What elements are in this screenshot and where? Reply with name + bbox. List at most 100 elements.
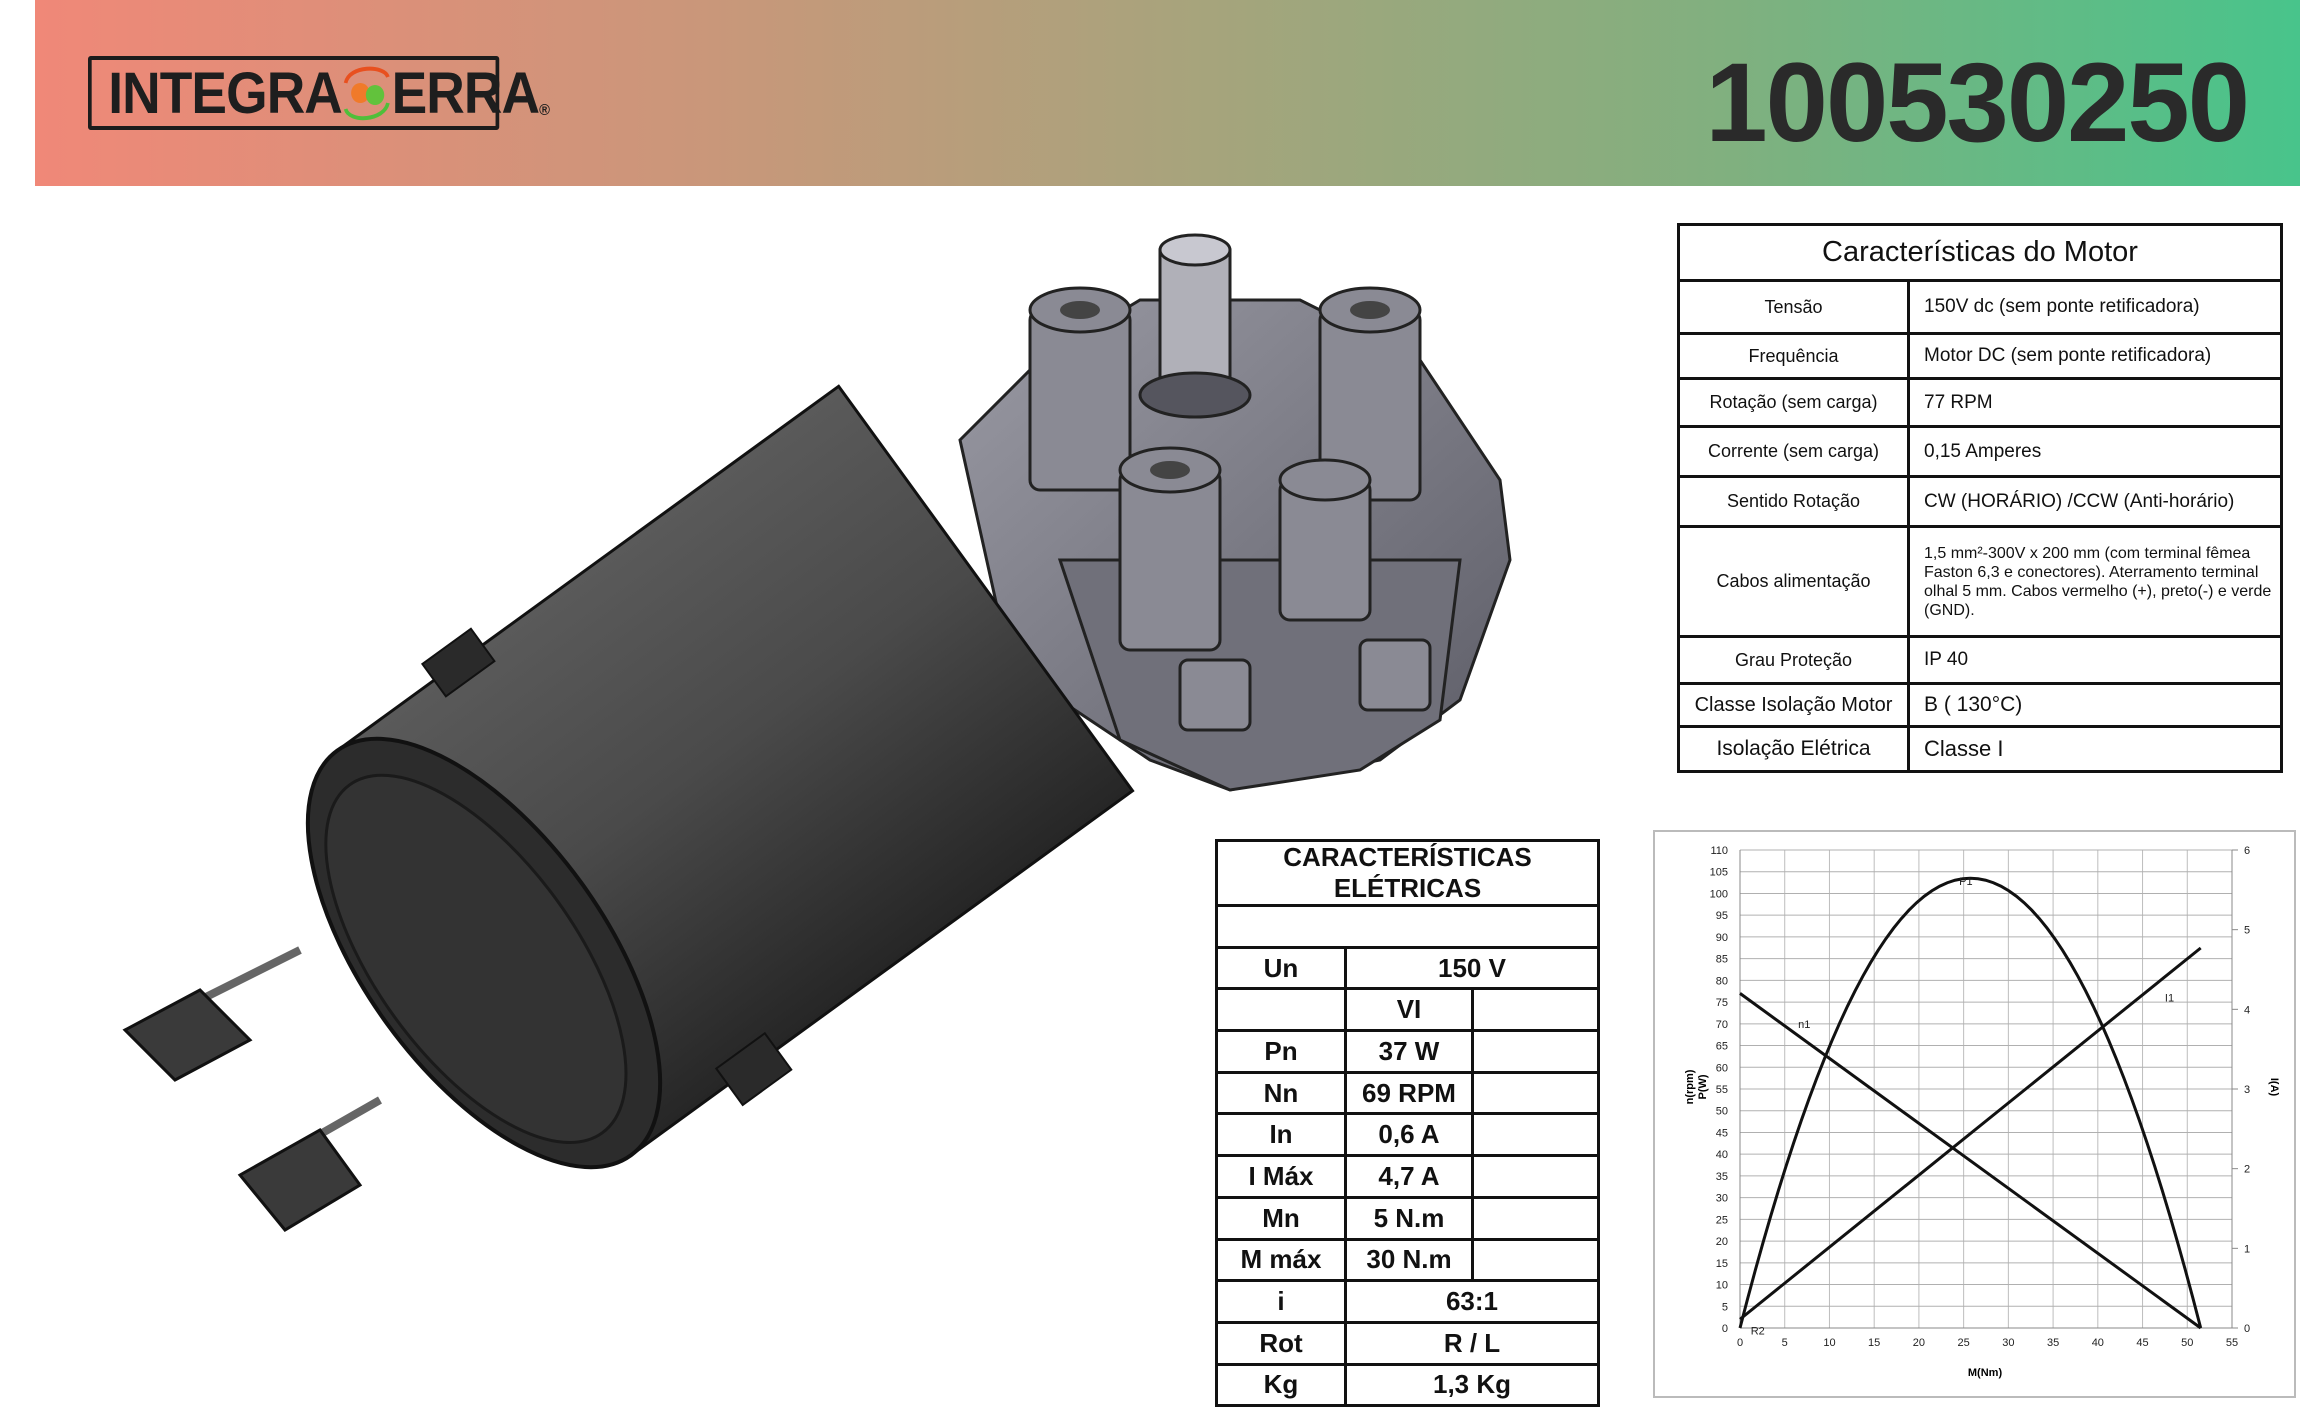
y-tick-label-left: 80 [1716, 975, 1728, 987]
motor-table-title: Características do Motor [1677, 223, 2283, 282]
series-annotation: n1 [1798, 1019, 1810, 1031]
spec-value: 77 RPM [1907, 377, 2283, 428]
gearbox [958, 233, 1512, 792]
spec-value: B ( 130°C) [1907, 682, 2283, 728]
elec-label: Un [1215, 945, 1347, 991]
spec-label: Grau Proteção [1677, 635, 1910, 685]
x-tick-label: 40 [2092, 1337, 2104, 1349]
motor-illustration [122, 233, 1512, 1232]
y-tick-label-left: 15 [1716, 1258, 1728, 1270]
series-line-n1 [1739, 992, 2202, 1330]
y-tick-label-left: 0 [1722, 1323, 1728, 1335]
y-axis-label-left: P(W) [1697, 1074, 1709, 1099]
elec-label: Kg [1215, 1362, 1347, 1408]
x-tick-label: 20 [1913, 1337, 1925, 1349]
y-tick-label-left: 55 [1716, 1084, 1728, 1096]
y-tick-label-left: 35 [1716, 1171, 1728, 1183]
power-cables [122, 946, 382, 1232]
spec-label: Sentido Rotação [1677, 475, 1910, 528]
spec-value: CW (HORÁRIO) /CCW (Anti-horário) [1907, 475, 2283, 528]
brand-logo: INTEGRA ERRA ® [88, 56, 550, 130]
elec-table-title: CARACTERÍSTICAS ELÉTRICAS [1215, 839, 1600, 907]
y-tick-label-right: 1 [2244, 1243, 2250, 1255]
series-annotation: R2 [1751, 1326, 1765, 1338]
column-header: VI [1344, 987, 1474, 1033]
spec-label: Corrente (sem carga) [1677, 425, 1910, 478]
elec-value: 37 W [1344, 1029, 1474, 1074]
y-tick-label-left: 25 [1716, 1214, 1728, 1226]
y-tick-label-left: 75 [1716, 997, 1728, 1009]
elec-value: 30 N.m [1344, 1237, 1474, 1283]
elec-value: 63:1 [1344, 1279, 1600, 1324]
y-tick-label-left: 85 [1716, 954, 1728, 966]
x-axis-label: M(Nm) [1968, 1367, 2003, 1379]
y-tick-label-right: 5 [2244, 925, 2250, 937]
x-tick-label: 55 [2226, 1337, 2238, 1349]
blank-row [1215, 904, 1600, 949]
product-code: 100530250 [1705, 40, 2250, 165]
series-annotation: I1 [2165, 992, 2174, 1004]
x-tick-label: 5 [1782, 1337, 1788, 1349]
y-tick-label-left: 70 [1716, 1019, 1728, 1031]
elec-label: i [1215, 1279, 1347, 1324]
empty-cell [1471, 1029, 1600, 1074]
y-tick-label-left: 65 [1716, 1041, 1728, 1053]
x-tick-label: 0 [1737, 1337, 1743, 1349]
y-axis-label-left: n(rpm) [1684, 1069, 1696, 1104]
empty-cell [1471, 1237, 1600, 1283]
series-line-P1 [1738, 876, 2203, 1329]
empty-cell [1471, 1154, 1600, 1199]
spec-value: IP 40 [1907, 635, 2283, 685]
x-tick-label: 15 [1868, 1337, 1880, 1349]
motor-body [305, 384, 1135, 1170]
y-tick-label-right: 4 [2244, 1004, 2250, 1016]
x-tick-label: 35 [2047, 1337, 2059, 1349]
elec-label: M máx [1215, 1237, 1347, 1283]
spec-label: Isolação Elétrica [1677, 725, 1910, 773]
spec-label: Tensão [1677, 279, 1910, 335]
elec-value: 0,6 A [1344, 1112, 1474, 1158]
x-tick-label: 25 [1958, 1337, 1970, 1349]
elec-label [1215, 987, 1347, 1033]
y-tick-label-left: 10 [1716, 1280, 1728, 1292]
elec-value: 150 V [1344, 945, 1600, 991]
elec-value: 4,7 A [1344, 1154, 1474, 1199]
elec-label: Mn [1215, 1195, 1347, 1241]
y-tick-label-left: 105 [1710, 867, 1728, 879]
spec-value: 150V dc (sem ponte retificadora) [1907, 279, 2283, 335]
series-line-I1 [1739, 946, 2202, 1321]
registered-mark: ® [539, 102, 550, 119]
y-tick-label-right: 3 [2244, 1084, 2250, 1096]
x-tick-label: 10 [1823, 1337, 1835, 1349]
y-tick-label-left: 45 [1716, 1127, 1728, 1139]
y-tick-label-right: 0 [2244, 1323, 2250, 1335]
spec-value: 1,5 mm²-300V x 200 mm (com terminal fême… [1907, 525, 2283, 638]
elec-value: R / L [1344, 1320, 1600, 1366]
spec-label: Rotação (sem carga) [1677, 377, 1910, 428]
y-tick-label-left: 90 [1716, 932, 1728, 944]
y-tick-label-right: 6 [2244, 845, 2250, 857]
x-tick-label: 50 [2181, 1337, 2193, 1349]
empty-cell [1471, 1070, 1600, 1116]
empty-cell [1471, 1112, 1600, 1158]
logo-text: INTEGRA [108, 60, 343, 126]
spec-label: Cabos alimentação [1677, 525, 1910, 638]
elec-label: Rot [1215, 1320, 1347, 1366]
spec-value: Motor DC (sem ponte retificadora) [1907, 332, 2283, 380]
y-tick-label-left: 60 [1716, 1062, 1728, 1074]
x-tick-label: 30 [2002, 1337, 2014, 1349]
series-annotation: P1 [1959, 876, 1972, 888]
y-axis-label-right: I(A) [2268, 1078, 2280, 1097]
y-tick-label-left: 100 [1710, 888, 1728, 900]
y-tick-label-left: 95 [1716, 910, 1728, 922]
spec-label: Frequência [1677, 332, 1910, 380]
logo-text: ERRA [391, 60, 540, 126]
empty-cell [1471, 1195, 1600, 1241]
elec-label: Nn [1215, 1070, 1347, 1116]
spec-value: 0,15 Amperes [1907, 425, 2283, 478]
elec-label: I Máx [1215, 1154, 1347, 1199]
elec-value: 69 RPM [1344, 1070, 1474, 1116]
